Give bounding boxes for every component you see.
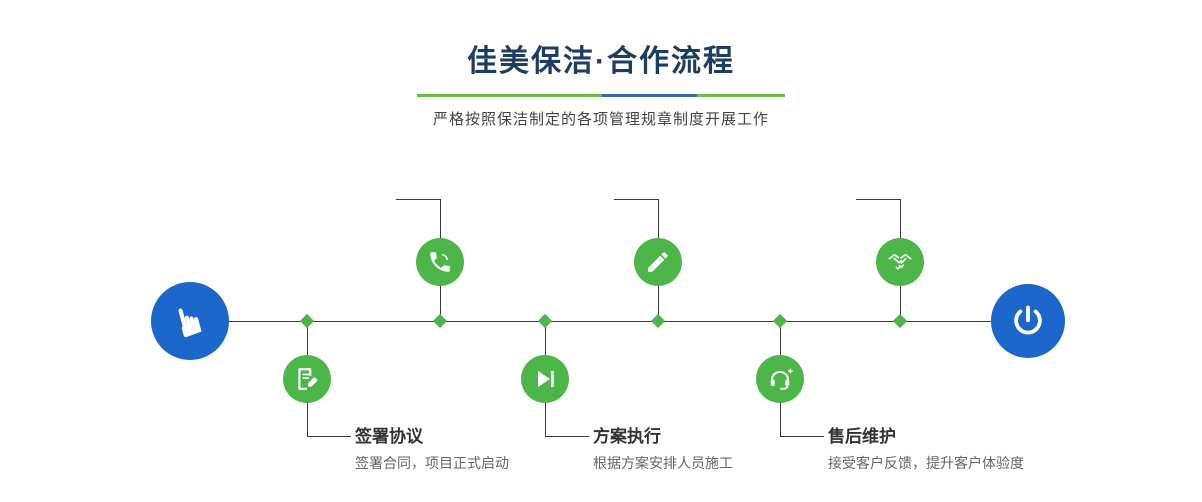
end-node (991, 284, 1065, 358)
step-node (416, 238, 464, 286)
contract-icon (298, 368, 318, 390)
start-node: ☛ (151, 282, 229, 360)
step-title: 签署协议 (355, 427, 423, 446)
connector-line (307, 436, 351, 437)
step-desc: 根据方案安排人员施工 (593, 455, 733, 471)
step-node (634, 238, 682, 286)
timeline-diamond (650, 313, 666, 329)
step-node (876, 238, 924, 286)
design-pencil-icon (648, 252, 668, 272)
divider-green-segment (417, 94, 602, 97)
connector-line (780, 436, 824, 437)
connector-line (396, 199, 440, 200)
divider-blue-segment (602, 94, 697, 97)
timeline-diamond (537, 313, 553, 329)
connector-line (856, 199, 900, 200)
step-label: 售后维护 接受客户反馈，提升客户体验度 (828, 426, 1024, 472)
execute-play-icon (537, 370, 554, 388)
step-desc: 接受客户反馈，提升客户体验度 (828, 455, 1024, 471)
page-title: 佳美保洁·合作流程 (467, 45, 735, 78)
step-label: 方案执行 根据方案安排人员施工 (593, 426, 733, 472)
timeline-diamond (432, 313, 448, 329)
step-label: 签署协议 签署合同，项目正式启动 (355, 426, 509, 472)
handshake-icon (888, 253, 912, 270)
step-node (283, 355, 331, 403)
timeline-diamond (299, 313, 315, 329)
phone-icon (430, 252, 450, 272)
headset-icon (770, 368, 793, 390)
timeline-diamond (772, 313, 788, 329)
step-node (756, 355, 804, 403)
connector-line (614, 199, 658, 200)
step-node (521, 355, 569, 403)
title-divider (417, 94, 785, 97)
step-title: 售后维护 (828, 427, 896, 446)
power-icon (1014, 305, 1042, 335)
connector-line (545, 436, 589, 437)
divider-green-segment (697, 94, 785, 97)
step-title: 方案执行 (593, 427, 661, 446)
step-desc: 签署合同，项目正式启动 (355, 455, 509, 471)
pointer-hand-icon: ☛ (163, 297, 217, 345)
page-subtitle: 严格按照保洁制定的各项管理规章制度开展工作 (432, 111, 769, 128)
timeline-diamond (892, 313, 908, 329)
timeline-line (190, 321, 1028, 322)
